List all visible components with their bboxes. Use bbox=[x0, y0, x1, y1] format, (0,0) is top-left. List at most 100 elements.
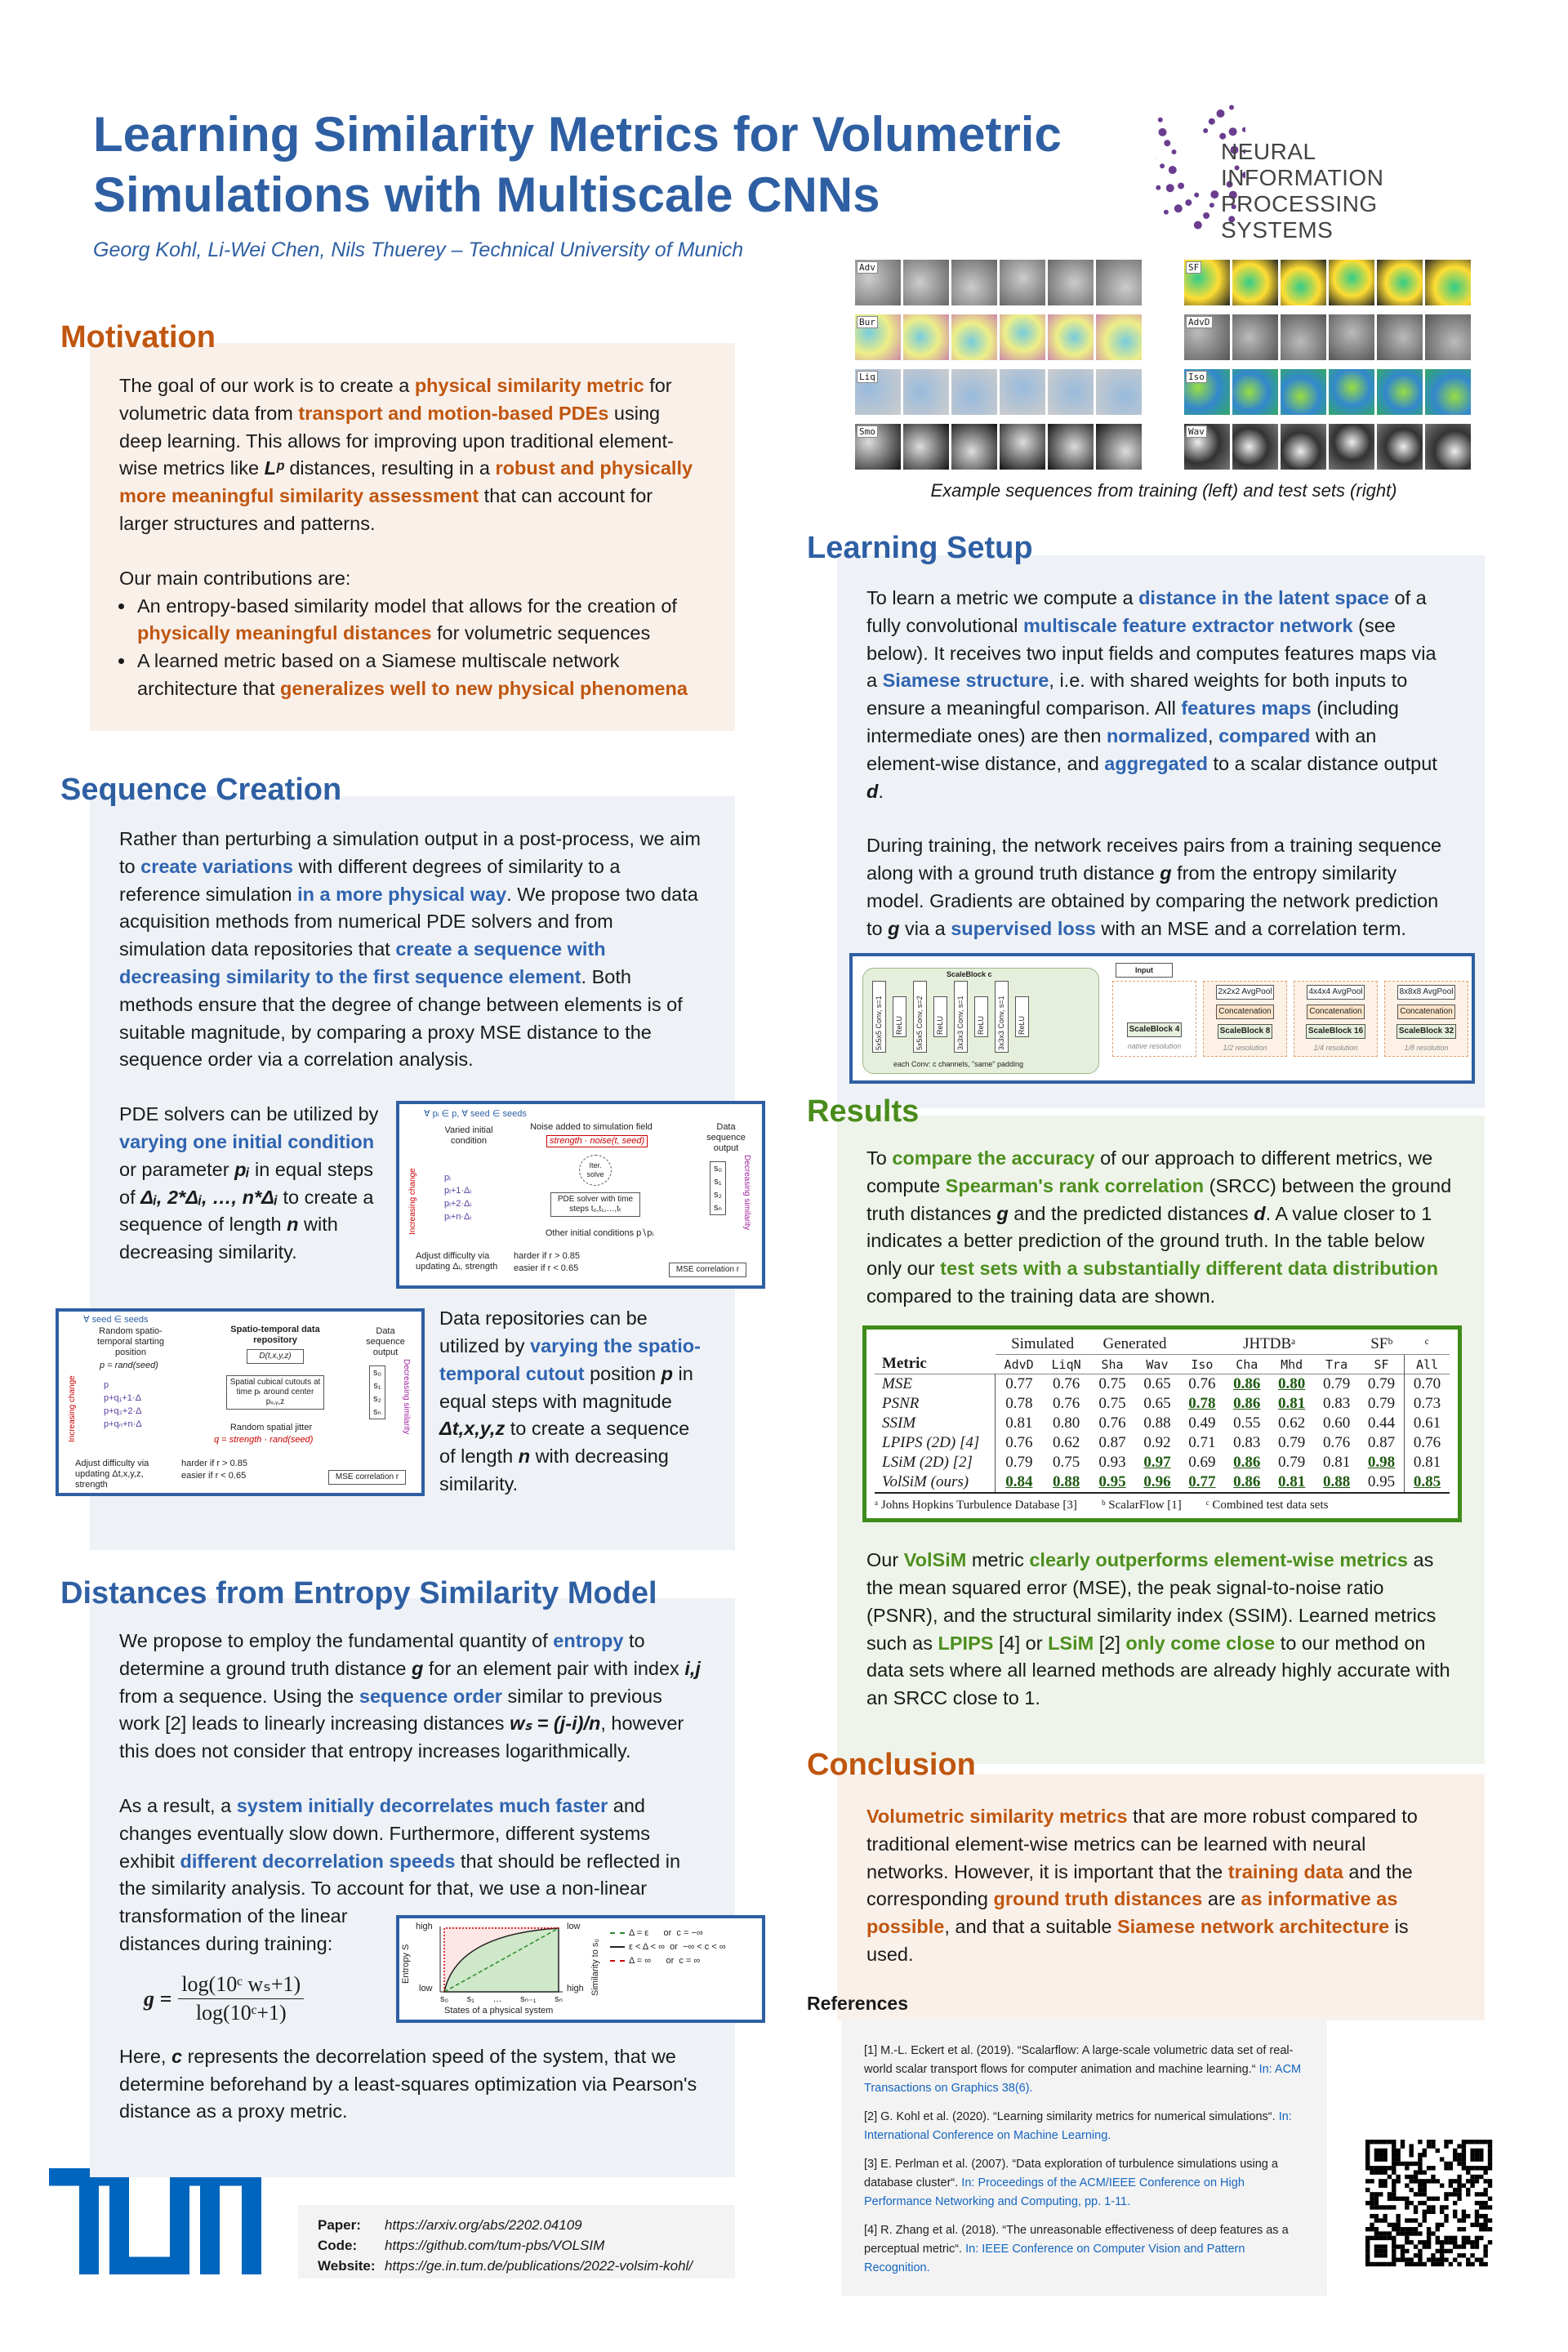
conv-layer: 5x5x5 Conv, s=1 bbox=[872, 980, 886, 1053]
table-cell: 0.62 bbox=[1278, 1414, 1306, 1432]
concatenation-layer: Concatenation bbox=[1307, 1004, 1365, 1019]
text-run: , and that a suitable bbox=[944, 1916, 1117, 1938]
text-run: with different degrees of similarity to … bbox=[119, 855, 621, 905]
conv-layer: 5x5x5 Conv, s=2 bbox=[913, 980, 927, 1053]
fig-label: harder if r > 0.85 bbox=[181, 1459, 248, 1469]
table-cell: 0.77 bbox=[1005, 1375, 1033, 1393]
table-cell: 0.86 bbox=[1233, 1454, 1261, 1472]
text-run: for an element pair with index bbox=[423, 1657, 685, 1679]
text-run: with decreasing similarity. bbox=[439, 1446, 669, 1494]
sequence-image-tile bbox=[1425, 369, 1471, 415]
code-link[interactable]: https://github.com/tum-pbs/VOLSIM bbox=[385, 2238, 605, 2253]
text-run: PDE solvers can be utilized by bbox=[119, 1103, 379, 1125]
highlight-text: sequence order bbox=[359, 1685, 502, 1707]
plot-label: high bbox=[416, 1921, 433, 1931]
highlight-text: Volumetric similarity metrics bbox=[866, 1806, 1128, 1827]
plot-label: high bbox=[567, 1983, 584, 1993]
scaleblock: ScaleBlock 4 bbox=[1126, 1022, 1183, 1037]
sequence-image-tile bbox=[1425, 260, 1471, 305]
highlight-text: clearly outperforms element-wise metrics bbox=[1029, 1549, 1408, 1571]
sequence-image-tile bbox=[1377, 369, 1423, 415]
reference-venue[interactable]: In: ACM Transactions on Graphics 38(6). bbox=[864, 2063, 1302, 2095]
table-cell: 0.76 bbox=[1052, 1395, 1080, 1413]
poster-title: Learning Similarity Metrics for Volumetr… bbox=[93, 107, 1062, 222]
fig-label: Noise added to simulation field bbox=[530, 1122, 653, 1133]
sequence-image-tile bbox=[1329, 369, 1374, 415]
text-run: To learn a metric we compute a bbox=[866, 587, 1139, 608]
avgpool-layer: 8x8x8 AvgPool bbox=[1396, 984, 1456, 1000]
reference-venue[interactable]: In: IEEE Conference on Computer Vision a… bbox=[864, 2243, 1245, 2274]
plot-legend-entry: Δ = ∞ or c = ∞ bbox=[610, 1954, 726, 1968]
results-heading: Results bbox=[807, 1094, 920, 1129]
legend-label: Δ = ∞ or c = ∞ bbox=[629, 1955, 701, 1966]
sequence-label: AdvD bbox=[1186, 316, 1213, 328]
text-run: to create a sequence of length bbox=[119, 1186, 374, 1236]
highlight-text: varying the spatio-temporal cutout bbox=[439, 1334, 701, 1384]
reference-venue[interactable]: In: Proceedings of the ACM/IEEE Conferen… bbox=[864, 2176, 1245, 2208]
references-heading: References bbox=[807, 1993, 909, 2014]
table-cell: 0.80 bbox=[1052, 1414, 1080, 1432]
sequence-image-tile bbox=[951, 314, 997, 360]
text-run: distances, resulting in a bbox=[283, 457, 496, 479]
reference-text: [1] M.-L. Eckert et al. (2019). “Scalarf… bbox=[864, 2044, 1294, 2076]
table-cell: 0.61 bbox=[1403, 1414, 1450, 1434]
highlight-text: only come close bbox=[1125, 1632, 1276, 1654]
paper-link[interactable]: https://arxiv.org/abs/2202.04109 bbox=[385, 2217, 582, 2233]
table-column-header: SF bbox=[1374, 1356, 1389, 1372]
metric-name: PSNR bbox=[875, 1394, 996, 1414]
qr-code[interactable] bbox=[1364, 2138, 1493, 2267]
table-column-header: All bbox=[1403, 1354, 1450, 1374]
text-run: During training, the network receives pa… bbox=[866, 835, 1442, 884]
table-cell: 0.44 bbox=[1367, 1414, 1396, 1432]
highlight-text: compared bbox=[1218, 724, 1311, 746]
paper-label: Paper: bbox=[318, 2217, 361, 2233]
results-text: To compare the accuracy of our approach … bbox=[866, 1145, 1452, 1311]
sequence-image-tile bbox=[1425, 424, 1471, 470]
fig-label: Varied initial condition bbox=[444, 1125, 493, 1147]
fig-label: easier if r < 0.65 bbox=[181, 1471, 247, 1481]
fig-label: Adjust difficulty via updating Δt,x,y,z,… bbox=[75, 1459, 149, 1490]
text-run: Here, bbox=[119, 2045, 172, 2067]
highlight-text: system initially decorrelates much faste… bbox=[236, 1794, 608, 1816]
conv-layer: ReLU bbox=[933, 996, 947, 1037]
table-cell: 0.71 bbox=[1188, 1434, 1216, 1452]
distances-text: We propose to employ the fundamental qua… bbox=[119, 1628, 702, 1766]
text-run: for volumetric sequences bbox=[431, 622, 651, 644]
plot-xtick: sₙ₋₁ bbox=[520, 1993, 537, 2004]
metric-name: MSE bbox=[875, 1374, 996, 1395]
sequence-text: Rather than perturbing a simulation outp… bbox=[119, 826, 702, 1074]
highlight-text: as informative as possible bbox=[866, 1888, 1398, 1938]
website-link[interactable]: https://ge.in.tum.de/publications/2022-v… bbox=[385, 2258, 693, 2274]
text-run: An entropy-based similarity model that a… bbox=[137, 595, 677, 617]
fig-label: easier if r < 0.65 bbox=[514, 1263, 579, 1274]
table-cell: 0.86 bbox=[1233, 1473, 1261, 1491]
entropy-plot-figure: Entropy S high low low high Similarity t… bbox=[396, 1914, 765, 2023]
reference-venue[interactable]: In: International Conference on Machine … bbox=[864, 2110, 1292, 2142]
resolution-label: 1/8 resolution bbox=[1404, 1043, 1449, 1052]
table-cell: 0.81 bbox=[1278, 1473, 1306, 1491]
table-cell: 0.88 bbox=[1322, 1473, 1351, 1491]
table-cell: 0.83 bbox=[1233, 1434, 1261, 1452]
motivation-text: The goal of our work is to create a phys… bbox=[119, 372, 702, 538]
conv-layer: ReLU bbox=[1015, 996, 1029, 1037]
fig-label: Decreasing similarity bbox=[402, 1359, 411, 1435]
sequence-image-tile bbox=[1281, 424, 1326, 470]
table-cell: 0.96 bbox=[1143, 1473, 1171, 1491]
text-run: to our method on data sets where all lea… bbox=[866, 1632, 1450, 1709]
math-text: p bbox=[661, 1362, 673, 1384]
sequence-box: Rather than perturbing a simulation outp… bbox=[56, 796, 765, 1550]
text-run: The goal of our work is to create a bbox=[119, 375, 415, 396]
math-text: wₛ = (j-i)/n bbox=[510, 1713, 601, 1735]
contributions-label: Our main contributions are: bbox=[119, 567, 351, 589]
highlight-text: training data bbox=[1227, 1860, 1343, 1882]
fig-label: Input bbox=[1116, 962, 1173, 978]
table-column-header: Iso bbox=[1191, 1356, 1214, 1372]
concatenation-layer: Concatenation bbox=[1216, 1004, 1274, 1019]
math-text: Δt,x,y,z bbox=[439, 1418, 506, 1440]
fig-param: pᵢ+n·Δᵢ bbox=[444, 1212, 472, 1223]
sequence-image-tile bbox=[1048, 260, 1094, 305]
sequence-image-tile bbox=[1000, 260, 1045, 305]
metric-name: LSiM (2D) [2] bbox=[875, 1453, 996, 1473]
